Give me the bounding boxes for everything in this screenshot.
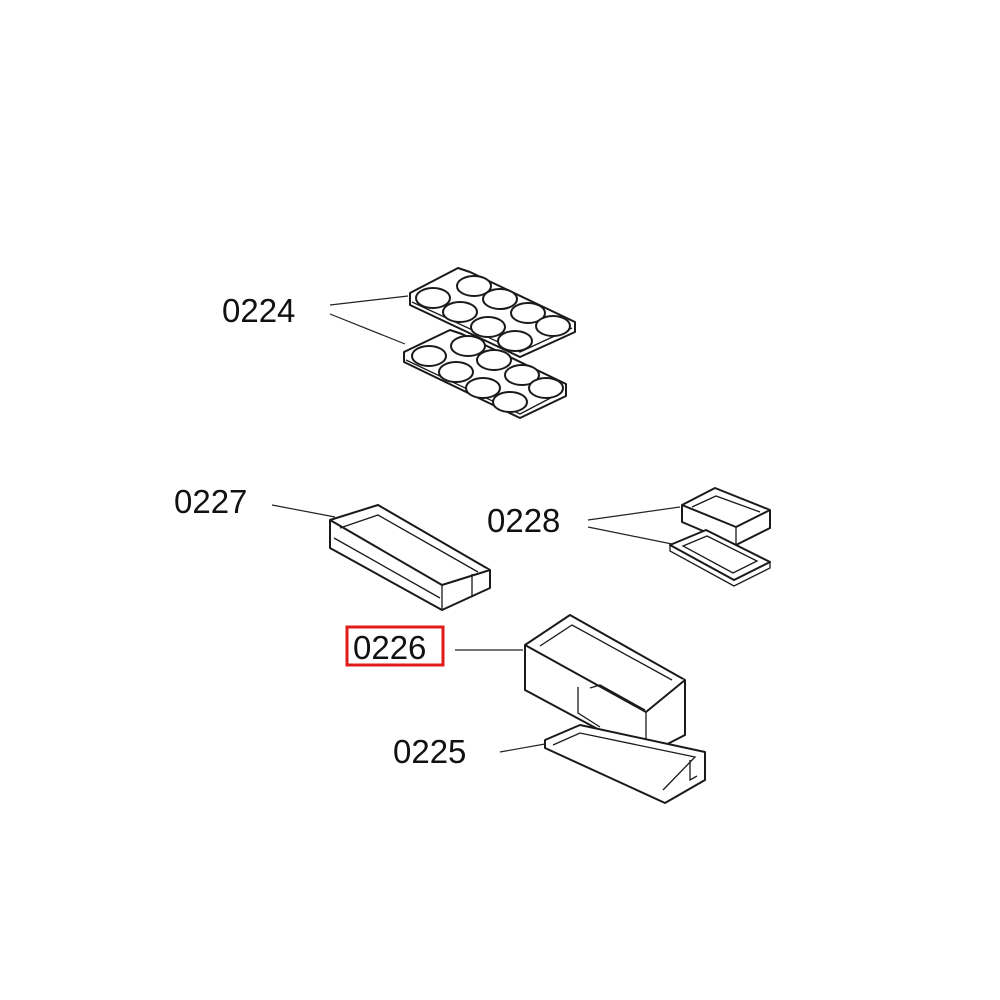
callout-0228: 0228 [487,502,560,539]
butter-lid-0228 [669,529,771,587]
shelf-tray-0227 [329,504,491,611]
butter-box-0228 [681,487,771,546]
highlight-box-0226 [345,625,445,667]
callout-0227: 0227 [174,483,247,520]
egg-tray-upper [409,267,576,358]
leader-0225 [499,743,546,753]
door-shelf-0226 [524,614,686,756]
egg-tray-lower [403,329,567,419]
callout-0226: 0226 [353,629,426,666]
leader-0224 [329,295,409,345]
callout-0224: 0224 [222,292,295,329]
leader-0227 [271,504,336,518]
callout-0225: 0225 [393,733,466,770]
shelf-base-0225 [544,724,706,804]
leader-0228 [587,506,681,545]
